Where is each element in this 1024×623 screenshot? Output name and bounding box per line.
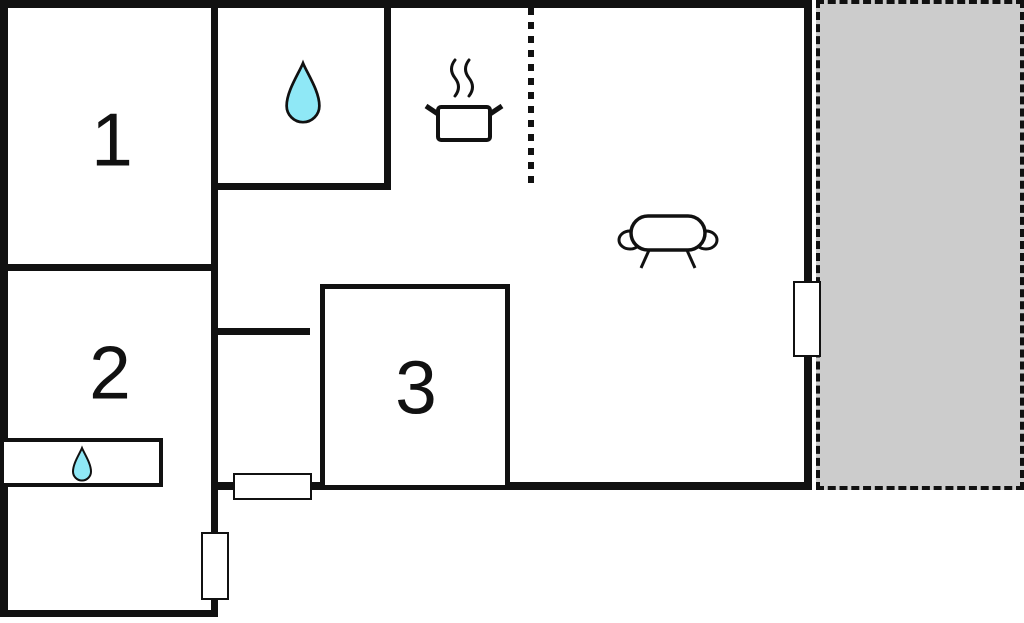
exterior-wall-bottom-main	[211, 482, 812, 490]
wall-between-room1-room2	[0, 264, 218, 271]
cooking-pot-icon	[424, 56, 504, 146]
bathroom-wall-right	[384, 0, 391, 190]
water-drop-icon	[283, 58, 323, 130]
exterior-wall-right	[804, 0, 812, 490]
terrace-area	[816, 0, 1024, 490]
window-extension-wall	[201, 532, 229, 600]
water-drop-small-icon	[71, 445, 93, 485]
room-1-label: 1	[91, 97, 133, 182]
exterior-wall-top	[0, 0, 812, 8]
window-right-wall	[793, 281, 821, 357]
exterior-wall-left	[0, 0, 8, 617]
room3-walls	[320, 284, 510, 490]
room-3-label: 3	[395, 345, 437, 430]
extension-wall-bottom	[0, 610, 218, 617]
window-hallway-bottom	[233, 473, 312, 500]
bathroom-wall-bottom	[218, 183, 391, 190]
hallway-wall	[218, 328, 310, 335]
dotted-partition-line	[528, 8, 534, 186]
room-2-label: 2	[89, 330, 131, 415]
interior-wall-vertical	[211, 0, 218, 490]
sofa-icon	[616, 212, 720, 274]
